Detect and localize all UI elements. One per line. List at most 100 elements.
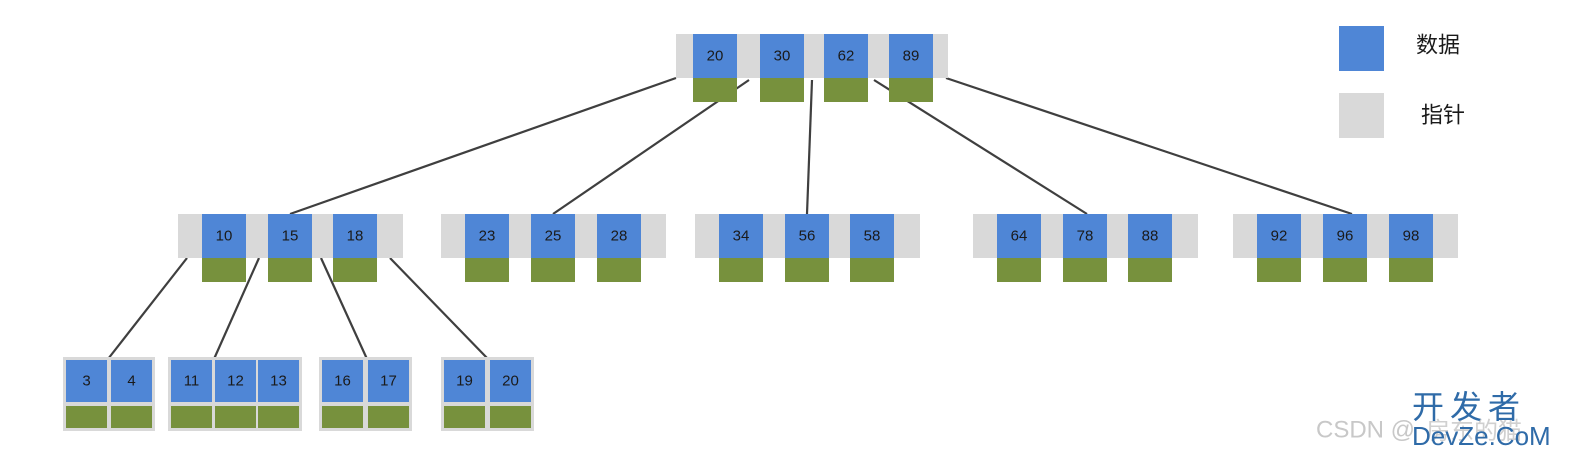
edge-node-15-to-leaf-16-17 <box>319 257 369 360</box>
watermark-devze-en: DevZe.CoM <box>1412 421 1551 451</box>
node-key: 23 <box>479 228 496 245</box>
leaf-data-box <box>66 406 107 428</box>
leaf-key-box <box>215 360 256 402</box>
root-key-box <box>693 34 737 78</box>
root-key: 89 <box>903 48 920 65</box>
leaf-data-box <box>258 406 299 428</box>
leaf-node: 16 17 <box>319 357 412 431</box>
node-key: 92 <box>1271 228 1288 245</box>
leaf-key-box <box>171 360 212 402</box>
node-data-box <box>997 258 1041 282</box>
root-key: 20 <box>707 48 724 65</box>
node-data-box <box>202 258 246 282</box>
leaf-node: 3 4 <box>63 357 155 431</box>
node-key-box <box>1257 214 1301 258</box>
node-key-box <box>1389 214 1433 258</box>
leaf-data-box <box>322 406 363 428</box>
leaf-data-box <box>215 406 256 428</box>
leaf-key: 11 <box>184 373 200 390</box>
node-key-box <box>850 214 894 258</box>
leaf-data-box <box>490 406 531 428</box>
leaf-data-box <box>444 406 485 428</box>
root-data-box <box>693 78 737 102</box>
edge-node-10-to-leaf-3-4 <box>107 257 188 360</box>
leaf-key-box <box>368 360 409 402</box>
root-data-box <box>889 78 933 102</box>
root-key: 62 <box>838 48 855 65</box>
inner-node: 23 25 28 <box>441 214 666 282</box>
node-key-box <box>531 214 575 258</box>
node-key-box <box>597 214 641 258</box>
edge-root-to-node-10-15-18 <box>289 76 677 216</box>
leaf-key: 3 <box>82 373 90 390</box>
node-key: 10 <box>216 228 233 245</box>
node-key-box <box>1128 214 1172 258</box>
watermark: CSDN @ 房东的猫 开发者 DevZe.CoM <box>1316 388 1551 451</box>
legend-data-label: 数据 <box>1416 34 1460 59</box>
node-data-box <box>1323 258 1367 282</box>
node-key: 78 <box>1077 228 1094 245</box>
node-data-box <box>465 258 509 282</box>
leaf-key: 12 <box>227 373 244 390</box>
leaf-data-box <box>171 406 212 428</box>
root-key-box <box>824 34 868 78</box>
node-data-box <box>1128 258 1172 282</box>
watermark-devze-cn: 开发者 <box>1412 388 1526 426</box>
root-key-box <box>760 34 804 78</box>
leaf-key-box <box>444 360 485 402</box>
node-data-box <box>1257 258 1301 282</box>
node-key-box <box>1323 214 1367 258</box>
node-data-box <box>850 258 894 282</box>
leaf-key-box <box>322 360 363 402</box>
node-key: 96 <box>1337 228 1354 245</box>
node-key-box <box>785 214 829 258</box>
node-data-box <box>719 258 763 282</box>
root-key-box <box>889 34 933 78</box>
node-data-box <box>1063 258 1107 282</box>
node-key-box <box>465 214 509 258</box>
inner-node: 34 56 58 <box>695 214 920 282</box>
edge-root-to-node-64-78-88 <box>873 79 1088 215</box>
inner-node: 92 96 98 <box>1233 214 1458 282</box>
legend-pointer-label: 指针 <box>1421 104 1465 129</box>
legend: 数据 指针 <box>1339 26 1465 138</box>
node-data-box <box>268 258 312 282</box>
leaf-key-box <box>490 360 531 402</box>
node-key: 15 <box>282 228 299 245</box>
leaf-node: 11 12 13 <box>168 357 302 431</box>
edge-root-to-node-23-25-28 <box>552 79 750 215</box>
node-key-box <box>719 214 763 258</box>
edge-node-18-to-leaf-19-20 <box>389 257 489 360</box>
node-data-box <box>785 258 829 282</box>
leaf-key-box <box>111 360 152 402</box>
leaf-key-box <box>258 360 299 402</box>
node-key-box <box>1063 214 1107 258</box>
node-data-box <box>597 258 641 282</box>
root-data-box <box>760 78 804 102</box>
node-key: 56 <box>799 228 816 245</box>
leaf-key: 13 <box>270 373 287 390</box>
tree-edges <box>107 76 1353 360</box>
node-data-box <box>531 258 575 282</box>
node-key: 28 <box>611 228 628 245</box>
node-data-box <box>333 258 377 282</box>
leaf-key: 20 <box>502 373 519 390</box>
node-data-box <box>1389 258 1433 282</box>
edge-root-to-node-92-96-98 <box>945 76 1353 216</box>
inner-node: 10 15 18 <box>178 214 403 282</box>
leaf-key: 17 <box>380 373 397 390</box>
inner-node: 64 78 88 <box>973 214 1198 282</box>
root-node: 20 30 62 89 <box>676 34 948 102</box>
leaf-data-box <box>368 406 409 428</box>
node-key: 98 <box>1403 228 1420 245</box>
node-key: 88 <box>1142 228 1159 245</box>
watermark-author: 房东的猫 <box>1426 417 1522 445</box>
node-key-box <box>202 214 246 258</box>
leaf-key: 16 <box>334 373 351 390</box>
node-key-box <box>997 214 1041 258</box>
legend-pointer-swatch <box>1339 93 1384 138</box>
node-key: 18 <box>347 228 364 245</box>
node-key: 58 <box>864 228 881 245</box>
edge-root-to-node-34-56-58 <box>805 79 814 215</box>
